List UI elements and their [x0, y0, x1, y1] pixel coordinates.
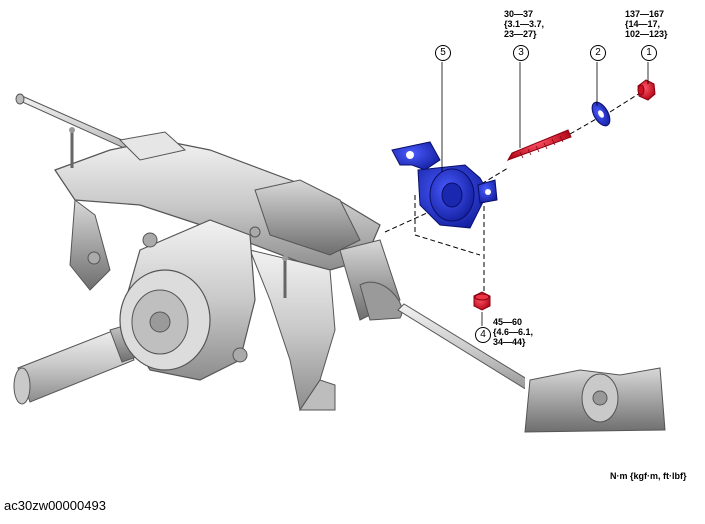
figure-id: ac30zw00000493	[4, 498, 106, 513]
drive-shaft	[339, 239, 546, 399]
torque-kgf: {14—17,	[625, 19, 661, 29]
torque-spec-item-4: 45—60 {4.6—6.1, 34—44}	[493, 317, 533, 347]
torque-value: 30—37	[504, 9, 534, 19]
callout-1: 1	[641, 45, 657, 61]
torque-ftlbf: 23—27}	[504, 29, 537, 39]
bracket-icon	[391, 141, 498, 229]
nut-icon	[473, 291, 491, 311]
units-note: N·m {kgf·m, ft·lbf}	[610, 471, 687, 481]
callout-5: 5	[435, 45, 451, 61]
torque-value: 137—167	[625, 9, 665, 19]
torque-kgf: {3.1—3.7,	[504, 19, 545, 29]
differential	[119, 179, 361, 381]
callout-3: 3	[513, 45, 529, 61]
torque-ftlbf: 34—44}	[493, 337, 526, 347]
bolt-icon	[506, 129, 572, 161]
torque-kgf: {4.6—6.1,	[493, 327, 534, 337]
callout-4: 4	[475, 327, 491, 343]
torque-spec-item-1: 137—167 {14—17, 102—123}	[625, 9, 668, 39]
wheel-hub	[524, 365, 666, 435]
torque-ftlbf: 102—123}	[625, 29, 668, 39]
torque-spec-item-3: 30—37 {3.1—3.7, 23—27}	[504, 9, 544, 39]
washer-icon	[591, 101, 611, 127]
leader-lines	[441, 62, 649, 326]
nut-icon	[637, 79, 656, 101]
callout-2: 2	[590, 45, 606, 61]
torque-value: 45—60	[493, 317, 523, 327]
